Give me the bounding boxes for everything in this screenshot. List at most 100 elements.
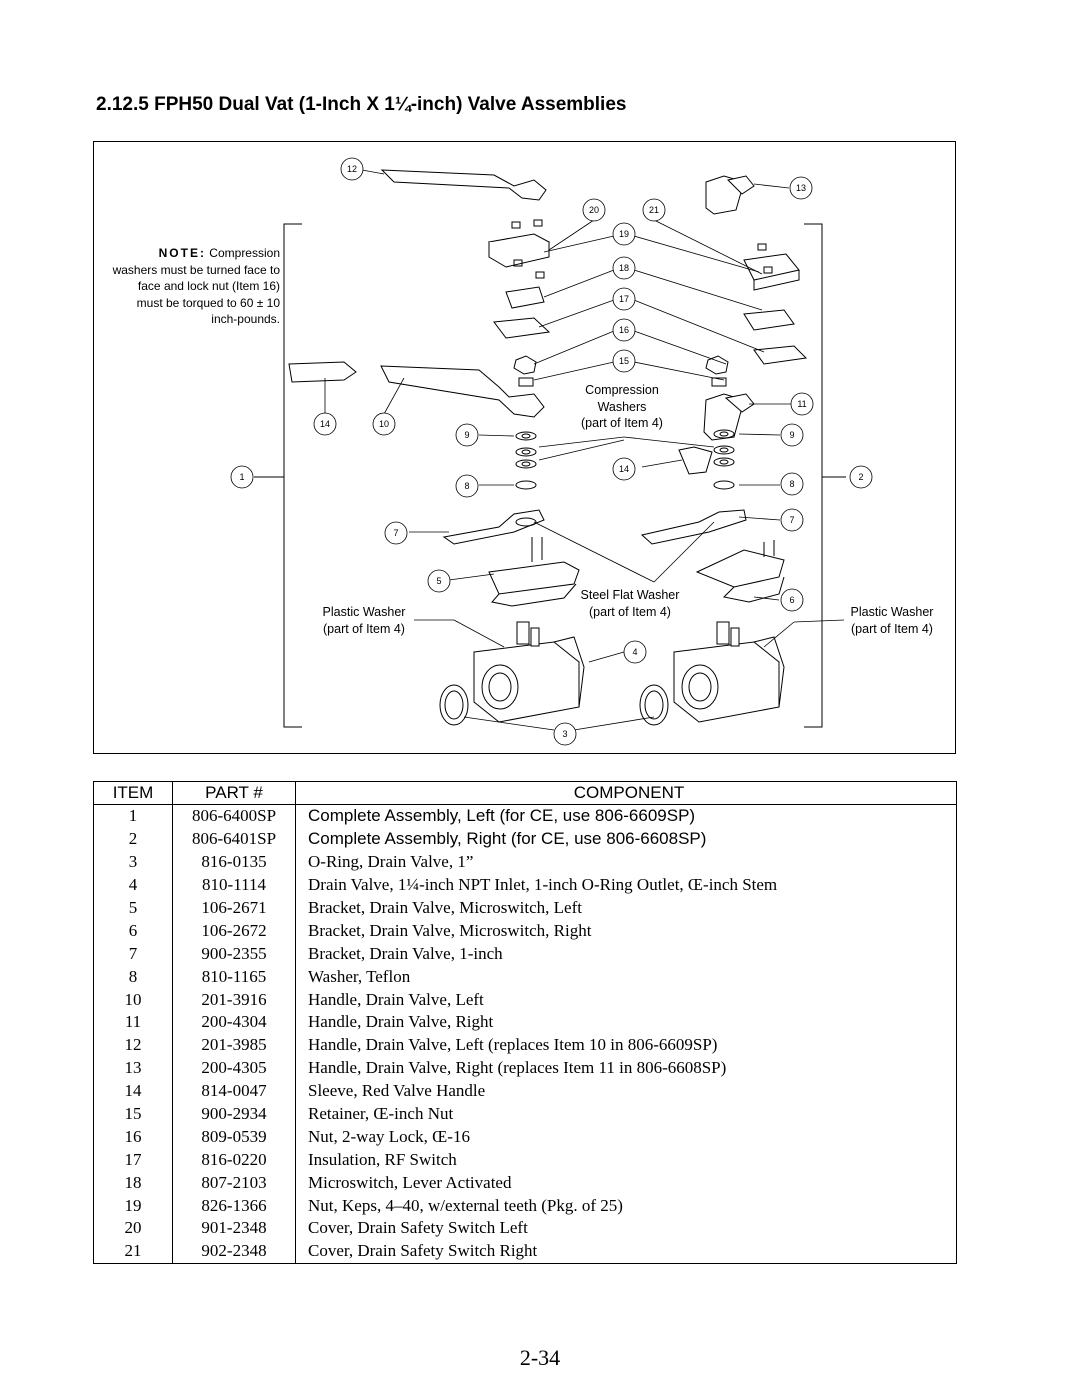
svg-text:6: 6 [789, 595, 794, 605]
component-cell: Complete Assembly, Left (for CE, use 806… [308, 806, 696, 826]
part-cell: 201-3916 [172, 988, 296, 1012]
label-line: Washers [597, 399, 647, 414]
part-cell: 814-0047 [172, 1079, 296, 1103]
part-cell: 809-0539 [172, 1125, 296, 1149]
item-cell: 17 [93, 1148, 173, 1172]
item-cell: 15 [93, 1102, 173, 1126]
label-line: (part of Item 4) [851, 621, 933, 636]
component-cell: Cover, Drain Safety Switch Right [308, 1241, 538, 1261]
table-header-row: ITEM PART # COMPONENT [93, 781, 957, 805]
label-line: Plastic Washer [322, 605, 406, 619]
label-line: (part of Item 4) [581, 416, 663, 430]
item-cell: 3 [93, 850, 173, 874]
part-cell: 200-4305 [172, 1056, 296, 1080]
svg-text:5: 5 [436, 576, 441, 586]
part-cell: 900-2934 [172, 1102, 296, 1126]
part-cell: 826-1366 [172, 1194, 296, 1218]
part-cell: 810-1165 [172, 965, 296, 989]
svg-text:10: 10 [379, 419, 389, 429]
svg-text:2: 2 [858, 472, 863, 482]
torque-note: NOTE: Compression washers must be turned… [112, 245, 280, 328]
plastic-washer-right-label: Plastic Washer (part of Item 4) [832, 604, 952, 637]
part-cell: 900-2355 [172, 942, 296, 966]
svg-text:20: 20 [589, 205, 599, 215]
item-cell: 12 [93, 1033, 173, 1057]
svg-text:7: 7 [789, 515, 794, 525]
item-cell: 6 [93, 919, 173, 943]
component-cell: Handle, Drain Valve, Left (replaces Item… [308, 1035, 718, 1055]
svg-text:21: 21 [649, 205, 659, 215]
item-cell: 1 [93, 804, 173, 828]
svg-text:3: 3 [562, 729, 567, 739]
component-cell: Bracket, Drain Valve, Microswitch, Left [308, 898, 582, 917]
svg-text:8: 8 [464, 481, 469, 491]
section-title: 2.12.5 FPH50 Dual Vat (1-Inch X 1¼-inch)… [96, 94, 627, 115]
svg-text:18: 18 [619, 263, 629, 273]
component-cell: Drain Valve, 1¼-inch NPT Inlet, 1-inch O… [308, 875, 778, 895]
valve-assembly-drawing: 12 13 20 21 19 18 17 16 15 14 10 9 11 1 … [230, 157, 873, 746]
svg-text:16: 16 [619, 325, 629, 335]
svg-text:13: 13 [796, 183, 806, 193]
component-cell: Nut, 2-way Lock, Œ-16 [308, 1126, 470, 1146]
page-number: 2-34 [519, 1345, 561, 1370]
exploded-parts-diagram: 12 13 20 21 19 18 17 16 15 14 10 9 11 1 … [93, 141, 956, 754]
svg-text:19: 19 [619, 229, 629, 239]
item-cell: 16 [93, 1125, 173, 1149]
svg-text:15: 15 [619, 356, 629, 366]
part-cell: 806-6401SP [172, 827, 296, 851]
component-cell: Microswitch, Lever Activated [308, 1172, 512, 1192]
svg-text:14: 14 [320, 419, 330, 429]
item-cell: 18 [93, 1171, 173, 1195]
component-cell: Handle, Drain Valve, Right (replaces Ite… [308, 1058, 727, 1078]
svg-text:12: 12 [347, 164, 357, 174]
label-line: Plastic Washer [850, 605, 934, 619]
part-cell: 816-0220 [172, 1148, 296, 1172]
label-line: (part of Item 4) [323, 621, 405, 636]
steel-flat-washer-label: Steel Flat Washer (part of Item 4) [560, 587, 700, 620]
part-cell: 807-2103 [172, 1171, 296, 1195]
part-cell: 806-6400SP [172, 804, 296, 828]
component-cell: O-Ring, Drain Valve, 1” [308, 852, 474, 872]
component-cell: Bracket, Drain Valve, 1-inch [308, 943, 503, 963]
component-cell: Sleeve, Red Valve Handle [308, 1081, 486, 1101]
item-cell: 5 [93, 896, 173, 920]
item-cell: 21 [93, 1239, 173, 1264]
header-part: PART # [172, 781, 296, 805]
header-component: COMPONENT [295, 781, 957, 805]
label-line: Steel Flat Washer [580, 588, 680, 602]
part-cell: 902-2348 [172, 1239, 296, 1264]
item-cell: 7 [93, 942, 173, 966]
svg-text:17: 17 [619, 294, 629, 304]
part-cell: 106-2672 [172, 919, 296, 943]
note-text: Compression washers must be turned face … [112, 246, 280, 326]
svg-text:9: 9 [789, 430, 794, 440]
component-cell: Nut, Keps, 4–40, w/external teeth (Pkg. … [308, 1195, 623, 1215]
item-cell: 10 [93, 988, 173, 1012]
item-cell: 20 [93, 1217, 173, 1240]
svg-text:8: 8 [789, 479, 794, 489]
component-cell: Handle, Drain Valve, Right [308, 1012, 494, 1032]
component-cell: Retainer, Œ-inch Nut [308, 1104, 454, 1124]
item-cell: 2 [93, 827, 173, 851]
item-cell: 13 [93, 1056, 173, 1080]
part-cell: 816-0135 [172, 850, 296, 874]
item-cell: 19 [93, 1194, 173, 1218]
part-cell: 200-4304 [172, 1011, 296, 1034]
part-cell: 901-2348 [172, 1217, 296, 1240]
item-cell: 8 [93, 965, 173, 989]
component-cell: Washer, Teflon [308, 966, 411, 986]
compression-washers-label: Compression Washers (part of Item 4) [562, 382, 682, 432]
